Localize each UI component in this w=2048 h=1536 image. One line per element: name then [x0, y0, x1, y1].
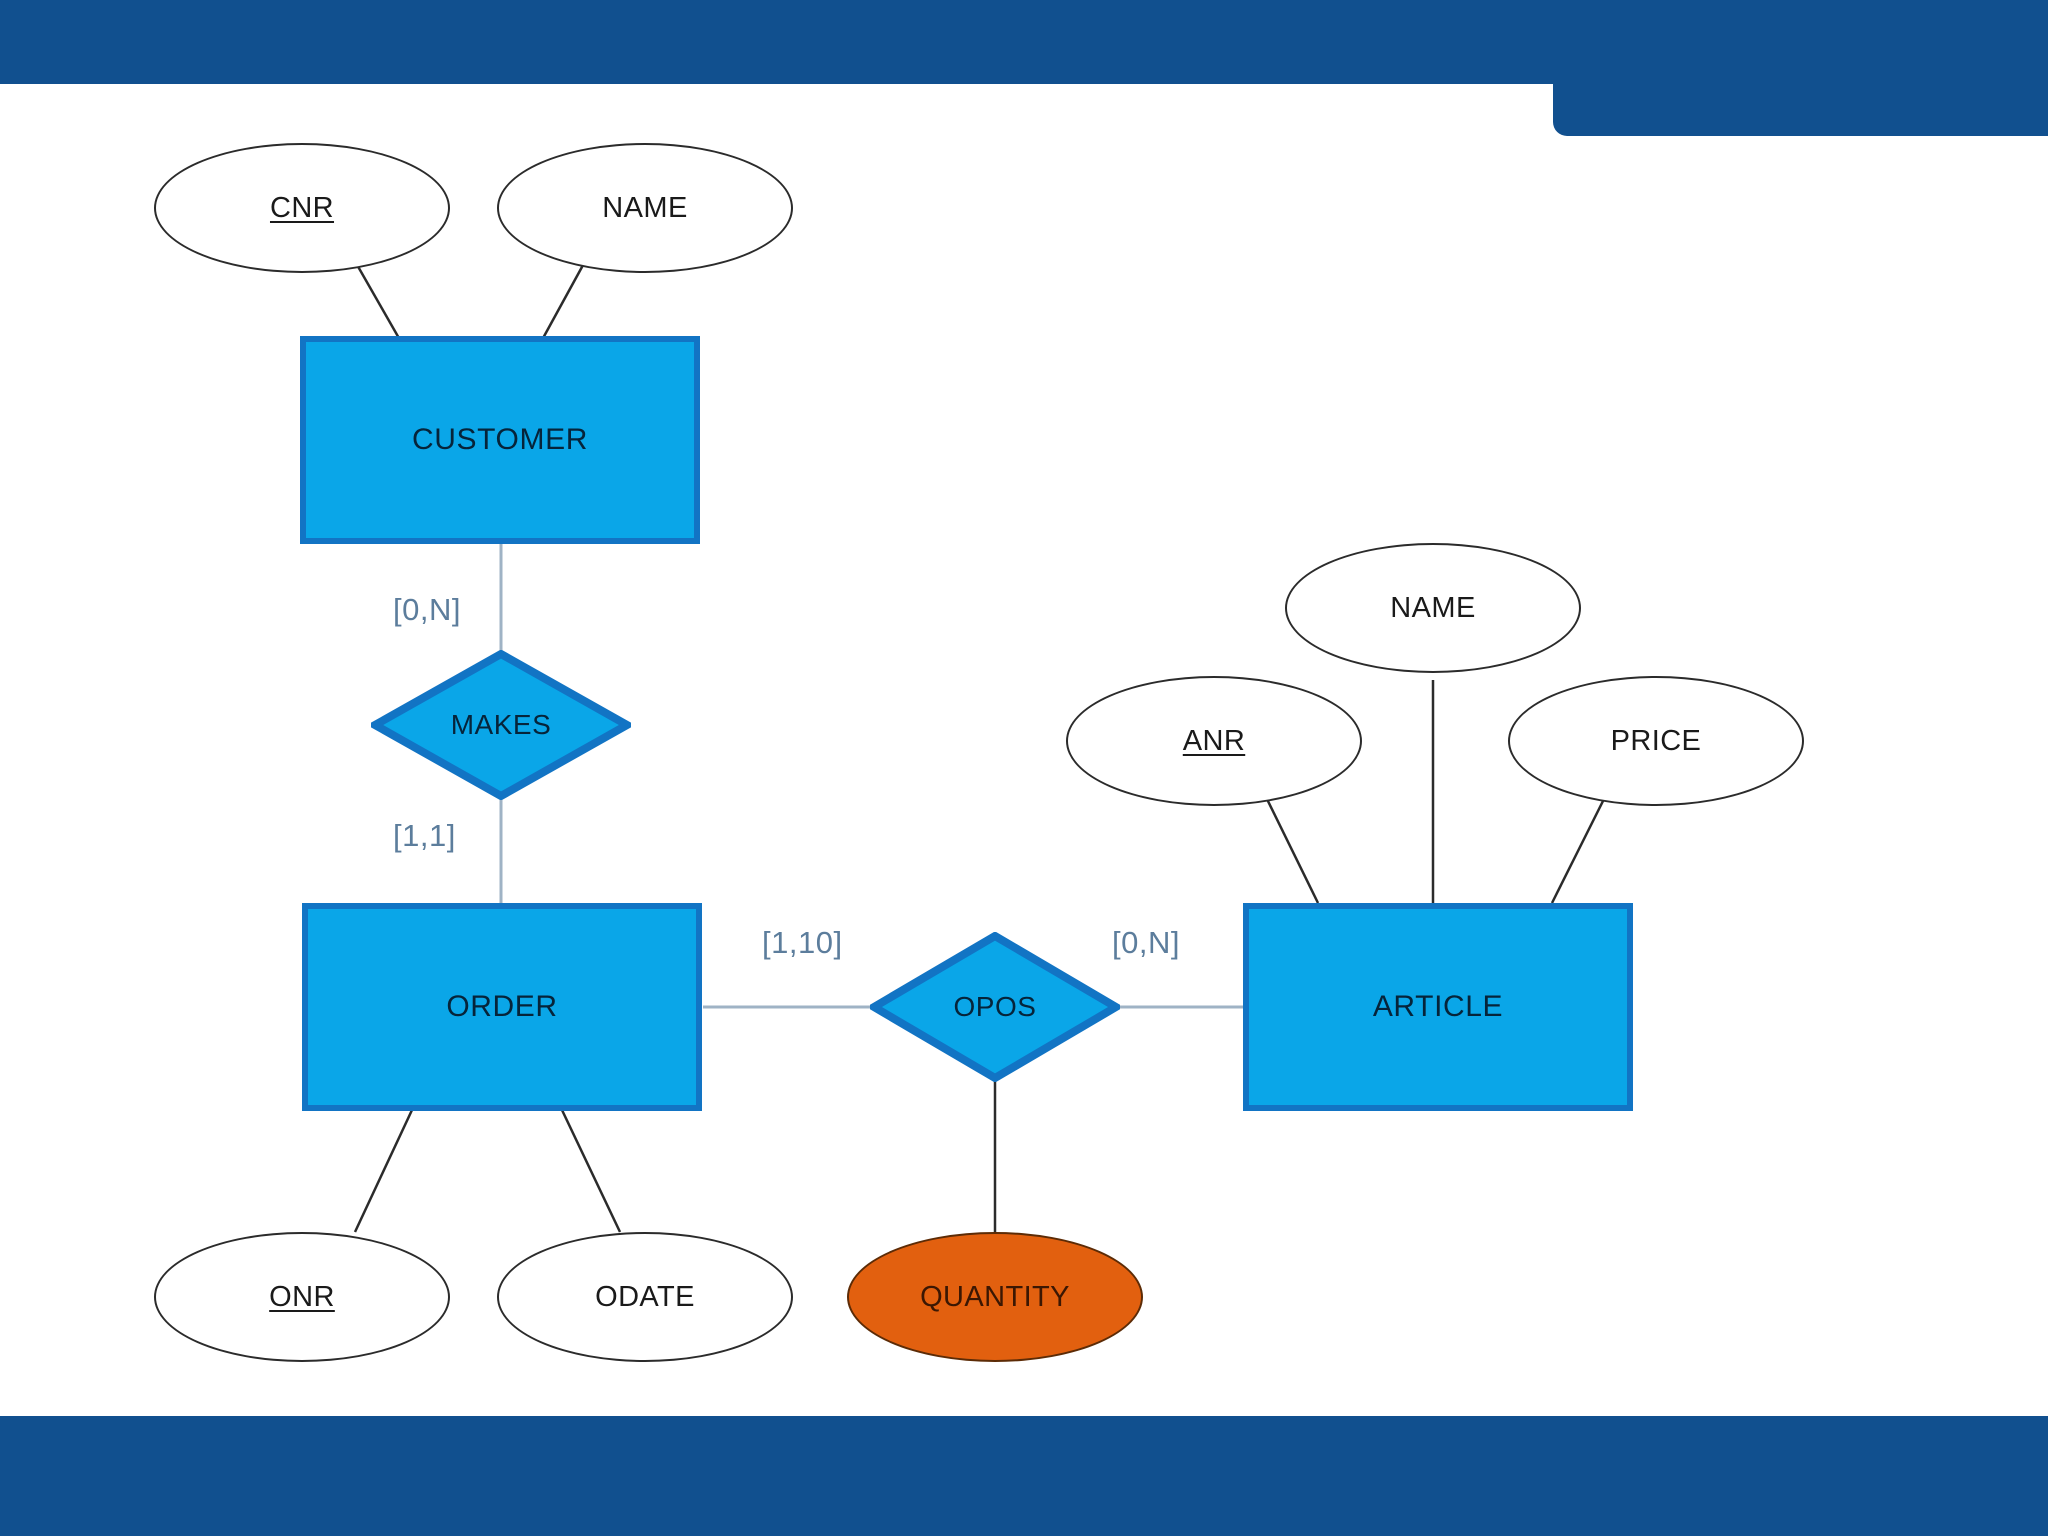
entity-article-label: ARTICLE	[1372, 990, 1504, 1023]
attribute-anr[interactable]: ANR	[1066, 676, 1362, 806]
attribute-price[interactable]: PRICE	[1508, 676, 1804, 806]
attribute-article-name-label: NAME	[1390, 591, 1476, 624]
attribute-quantity[interactable]: QUANTITY	[847, 1232, 1143, 1362]
entity-order-label: ORDER	[446, 990, 558, 1023]
relationship-opos-label: OPOS	[953, 991, 1037, 1022]
relationship-makes[interactable]: MAKES	[371, 650, 631, 800]
attribute-cnr[interactable]: CNR	[154, 143, 450, 273]
entity-order[interactable]: ORDER	[302, 903, 702, 1111]
entity-customer-label: CUSTOMER	[412, 423, 588, 456]
attribute-anr-label: ANR	[1182, 724, 1246, 757]
diamond-shape-opos	[870, 932, 1120, 1082]
cardinality-opos-article-label: [0,N]	[1112, 925, 1180, 960]
relationship-opos[interactable]: OPOS	[870, 932, 1120, 1082]
attribute-customer-name[interactable]: NAME	[497, 143, 793, 273]
cardinality-order-opos: [1,10]	[762, 925, 843, 961]
attribute-onr-label: ONR	[269, 1280, 335, 1313]
edge-cnr-customer	[350, 255, 402, 341]
header-banner-left	[0, 0, 1566, 84]
header-banner-right	[1553, 0, 2048, 136]
cardinality-makes-order: [1,1]	[393, 818, 456, 854]
edge-order-onr	[353, 1109, 414, 1233]
entity-customer[interactable]: CUSTOMER	[300, 336, 700, 544]
edge-order-odate	[560, 1109, 622, 1233]
entity-article[interactable]: ARTICLE	[1243, 903, 1633, 1111]
attribute-article-name[interactable]: NAME	[1285, 543, 1581, 673]
cardinality-order-opos-label: [1,10]	[762, 925, 843, 960]
attribute-onr[interactable]: ONR	[154, 1232, 450, 1362]
cardinality-makes-order-label: [1,1]	[393, 818, 456, 853]
attribute-odate-label: ODATE	[595, 1280, 695, 1313]
attribute-cnr-label: CNR	[269, 191, 335, 224]
attribute-customer-name-label: NAME	[602, 191, 688, 224]
cardinality-opos-article: [0,N]	[1112, 925, 1180, 961]
cardinality-customer-makes: [0,N]	[393, 592, 461, 628]
attribute-price-label: PRICE	[1610, 724, 1702, 757]
footer-banner	[0, 1416, 2048, 1536]
attribute-quantity-label: QUANTITY	[920, 1280, 1070, 1313]
diamond-shape-makes	[371, 650, 631, 800]
attribute-odate[interactable]: ODATE	[497, 1232, 793, 1362]
edge-customer-name-customer	[540, 255, 590, 341]
edge-price-article	[1550, 794, 1608, 904]
cardinality-customer-makes-label: [0,N]	[393, 592, 461, 627]
relationship-makes-label: MAKES	[450, 709, 552, 740]
edge-anr-article	[1263, 794, 1320, 904]
